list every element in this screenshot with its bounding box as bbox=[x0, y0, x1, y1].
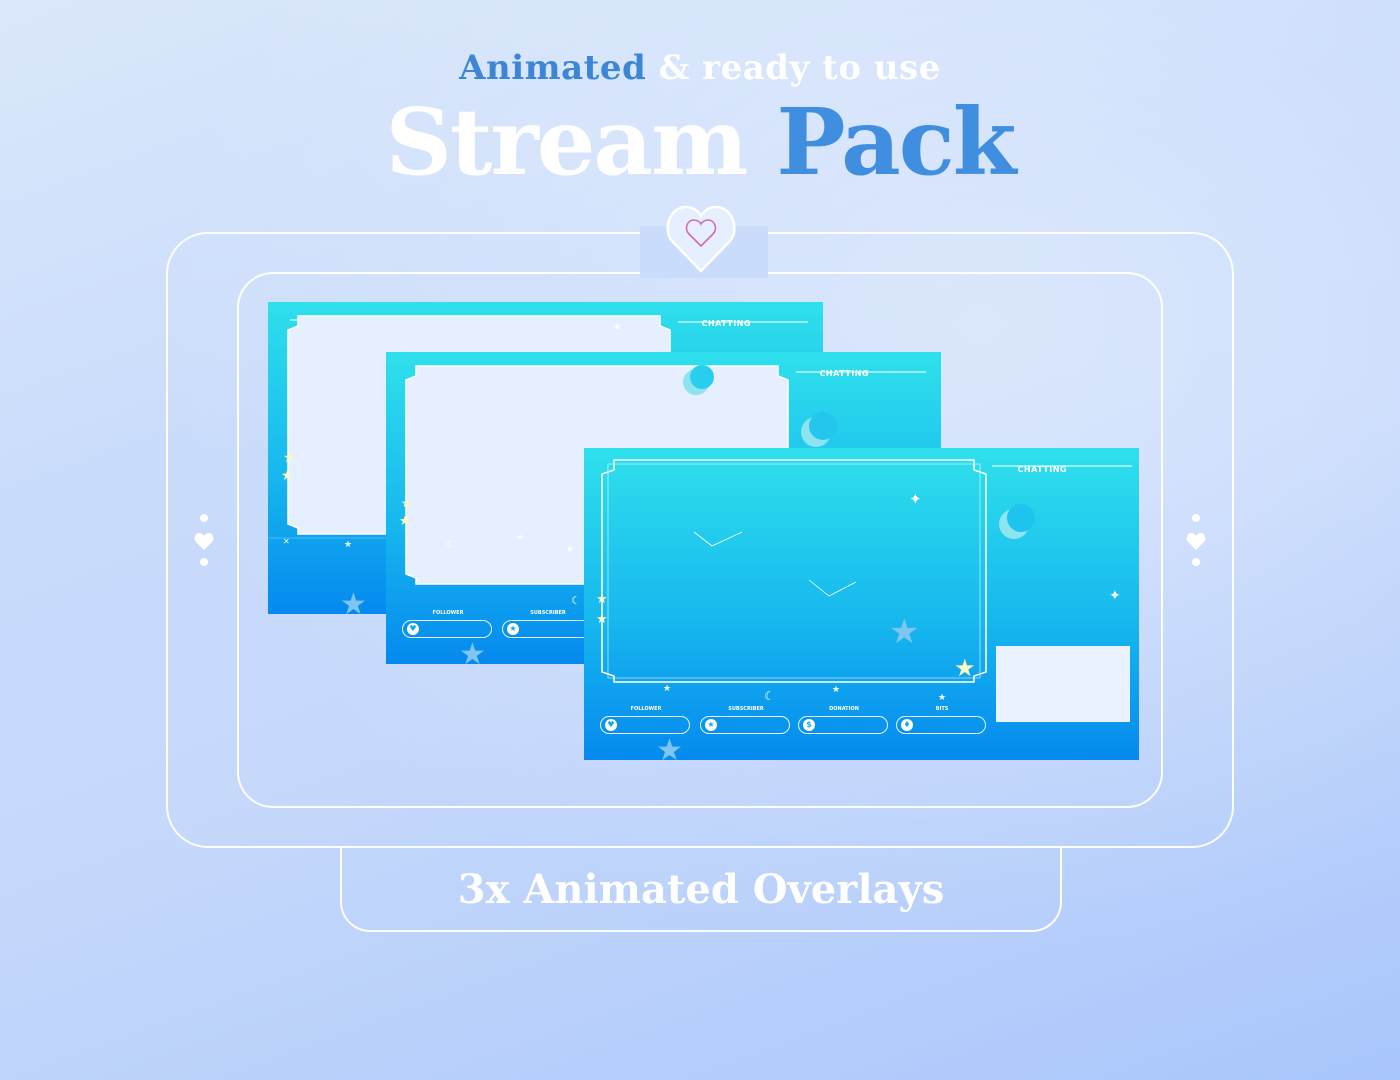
svg-text:★: ★ bbox=[459, 637, 486, 664]
stat-label: BITS bbox=[935, 706, 949, 712]
overlay-art-3: ✦ ✦ ★ ★ ★ ★ ★ ☾ ★ ★ ★ bbox=[596, 459, 1132, 760]
svg-text:★: ★ bbox=[399, 514, 411, 529]
svg-text:★: ★ bbox=[889, 612, 919, 652]
stat-bits: BITS ♦ bbox=[896, 706, 986, 734]
heart-icon: ♥ bbox=[605, 719, 617, 731]
svg-text:☾: ☾ bbox=[571, 594, 581, 607]
stat-label: DONATION bbox=[829, 706, 859, 712]
chat-title: CHATTING bbox=[701, 319, 751, 328]
overlay-preview-3: ✦ ✦ ★ ★ ★ ★ ★ ☾ ★ ★ ★ CHATTING FOLLOWER … bbox=[584, 448, 1139, 760]
svg-text:★: ★ bbox=[613, 322, 622, 333]
side-decoration-right bbox=[1186, 514, 1206, 566]
svg-text:★: ★ bbox=[938, 693, 946, 703]
dollar-icon: $ bbox=[803, 719, 815, 731]
subtitle-rest: & ready to use bbox=[658, 48, 941, 88]
stat-follower: FOLLOWER ♥ bbox=[600, 706, 690, 734]
stat-label: SUBSCRIBER bbox=[728, 706, 764, 712]
svg-text:★: ★ bbox=[401, 496, 412, 510]
svg-text:★: ★ bbox=[832, 685, 840, 695]
heart-icon bbox=[685, 219, 717, 248]
svg-text:★: ★ bbox=[566, 545, 574, 555]
svg-text:✦: ✦ bbox=[1109, 588, 1121, 604]
heart-icon bbox=[1186, 533, 1206, 550]
svg-text:★: ★ bbox=[954, 654, 976, 682]
svg-text:★: ★ bbox=[340, 587, 367, 614]
side-decoration-left bbox=[194, 514, 214, 566]
stat-subscriber: SUBSCRIBER ★ bbox=[700, 706, 790, 734]
stat-donation: DONATION $ bbox=[798, 706, 888, 734]
svg-text:✕: ✕ bbox=[283, 537, 290, 546]
stat-subscriber: SUBSCRIBER ★ bbox=[502, 610, 592, 638]
star-icon: ★ bbox=[705, 719, 717, 731]
subtitle: Animated & ready to use bbox=[0, 48, 1400, 88]
page-title: Stream Pack bbox=[0, 92, 1400, 192]
svg-text:★: ★ bbox=[281, 468, 294, 484]
overlay-count-label: 3x Animated Overlays bbox=[457, 866, 945, 913]
stat-label: FOLLOWER bbox=[432, 610, 464, 616]
heart-icon: ♥ bbox=[407, 623, 419, 635]
subtitle-accent: Animated bbox=[459, 48, 647, 88]
svg-text:★: ★ bbox=[596, 592, 608, 607]
stat-label: FOLLOWER bbox=[630, 706, 662, 712]
title-word-2: Pack bbox=[776, 88, 1016, 196]
heart-badge bbox=[666, 205, 736, 273]
stat-label: SUBSCRIBER bbox=[530, 610, 566, 616]
svg-text:✦: ✦ bbox=[909, 490, 922, 508]
heart-icon bbox=[194, 533, 214, 550]
svg-text:★: ★ bbox=[596, 612, 608, 627]
chat-title: CHATTING bbox=[1017, 465, 1067, 474]
svg-text:★: ★ bbox=[344, 540, 352, 550]
svg-text:☾: ☾ bbox=[446, 538, 456, 551]
star-icon: ★ bbox=[507, 623, 519, 635]
diamond-icon: ♦ bbox=[901, 719, 913, 731]
stat-follower: FOLLOWER ♥ bbox=[402, 610, 492, 638]
chat-title: CHATTING bbox=[819, 369, 869, 378]
svg-text:★: ★ bbox=[663, 684, 671, 694]
svg-text:★: ★ bbox=[516, 533, 524, 543]
svg-text:☾: ☾ bbox=[764, 689, 775, 703]
title-word-1: Stream bbox=[385, 88, 748, 196]
bottom-panel bbox=[340, 846, 1062, 932]
svg-text:★: ★ bbox=[283, 450, 296, 466]
svg-text:★: ★ bbox=[656, 733, 683, 760]
